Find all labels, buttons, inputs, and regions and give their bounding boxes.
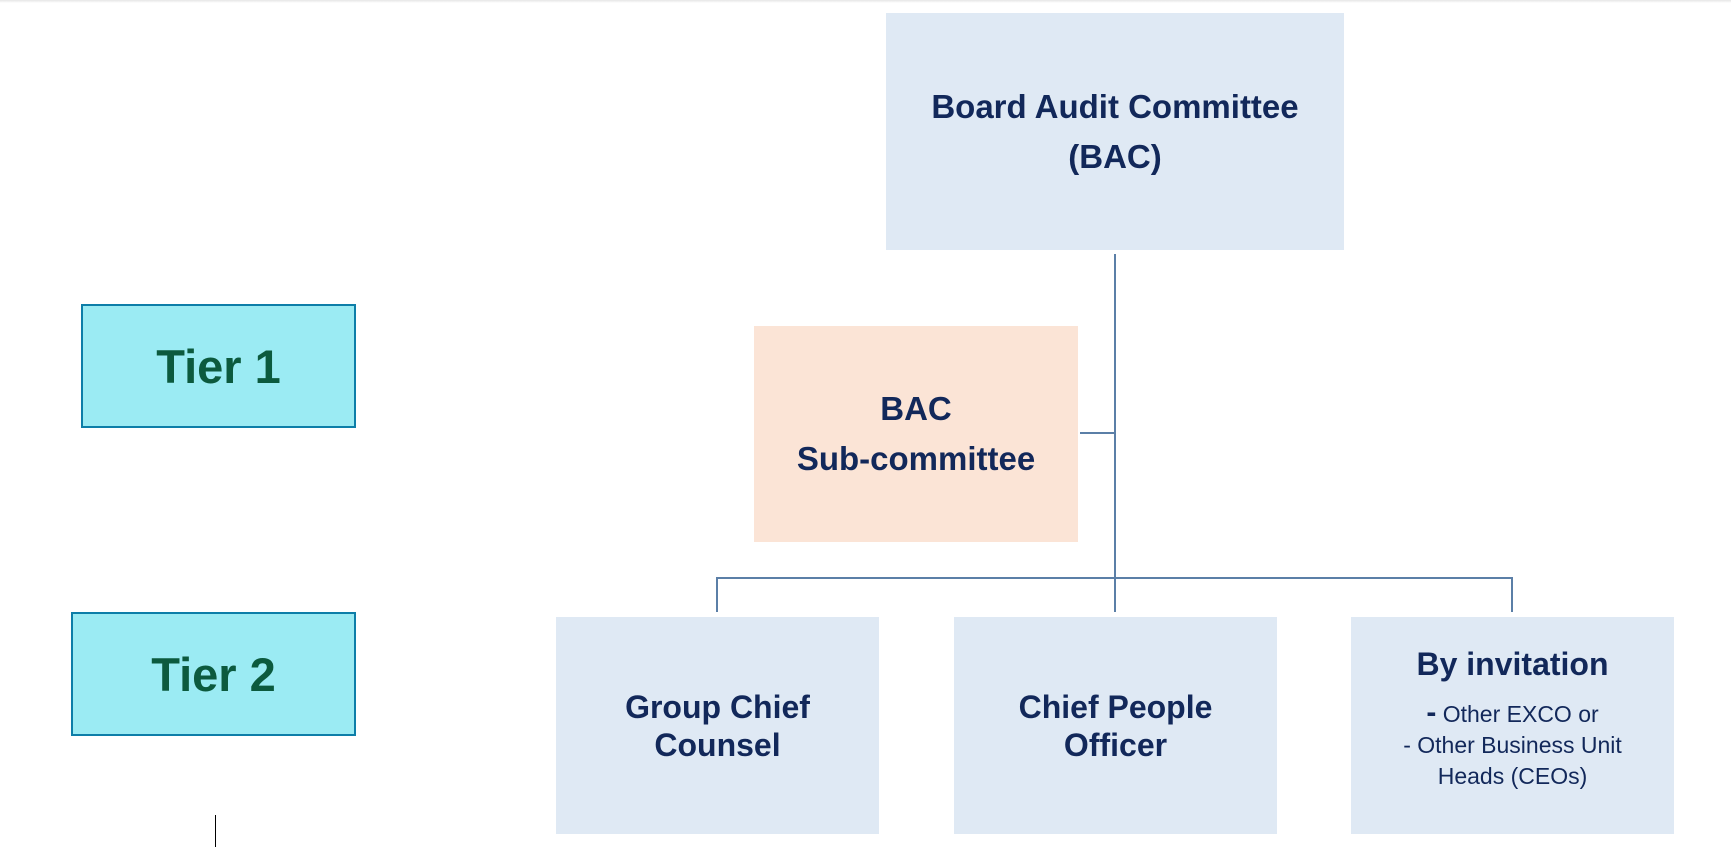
- by-invitation-node: By invitation - Other EXCO or - Other Bu…: [1351, 617, 1674, 834]
- connector-counsel-drop: [716, 577, 718, 612]
- connector-invite-drop: [1511, 577, 1513, 612]
- invite-item-1-text: Other EXCO or: [1442, 701, 1599, 727]
- subcommittee-line2: Sub-committee: [796, 440, 1036, 477]
- invite-item-3: Heads (CEOs): [1437, 763, 1588, 789]
- top-edge-shadow: [0, 0, 1731, 3]
- chief-people-officer-node: Chief People Officer: [954, 617, 1277, 834]
- bac-subcommittee-node: BAC Sub-committee: [754, 326, 1078, 542]
- tier-2-label: Tier 2: [71, 612, 356, 736]
- bac-title-line1: Board Audit Committee: [931, 87, 1299, 125]
- bac-title-line2: (BAC): [1068, 137, 1162, 175]
- tier-2-text: Tier 2: [151, 647, 276, 701]
- invite-item-2: - Other Business Unit: [1403, 732, 1622, 758]
- invite-item-1: - Other EXCO or: [1426, 697, 1598, 730]
- people-line1: Chief People: [1018, 688, 1213, 725]
- text-cursor: [215, 815, 216, 847]
- board-audit-committee-node: Board Audit Committee (BAC): [886, 13, 1344, 250]
- invite-title: By invitation: [1416, 646, 1609, 682]
- connector-subcommittee-branch: [1080, 432, 1115, 434]
- invite-item-1-dash: -: [1426, 696, 1437, 729]
- subcommittee-line1: BAC: [880, 390, 952, 427]
- group-chief-counsel-node: Group Chief Counsel: [556, 617, 879, 834]
- connector-bac-trunk: [1114, 254, 1116, 612]
- tier-1-text: Tier 1: [156, 339, 281, 393]
- counsel-line1: Group Chief: [625, 688, 810, 725]
- connector-tier2-horizontal: [716, 577, 1513, 579]
- people-line2: Officer: [1063, 726, 1168, 763]
- tier-1-label: Tier 1: [81, 304, 356, 428]
- counsel-line2: Counsel: [654, 726, 781, 763]
